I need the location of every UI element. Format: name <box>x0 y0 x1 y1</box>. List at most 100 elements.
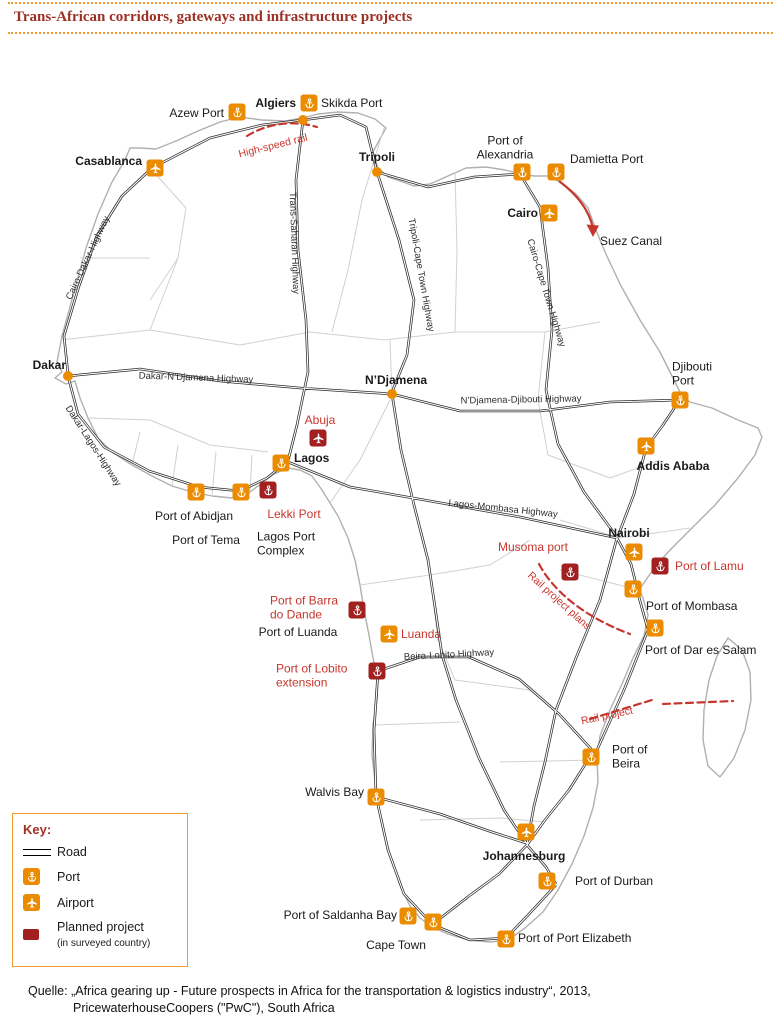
road-symbol <box>23 848 51 856</box>
port-of-lobito-extension-label: Port of Lobito extension <box>276 661 348 690</box>
port-of-saldanha-bay-port-icon <box>399 907 417 925</box>
road-label-7: Lagos-Mombasa Highway <box>447 497 559 521</box>
road-label-1: Trans-Saharan Highway <box>286 191 302 295</box>
title-dotted-rule <box>8 32 773 34</box>
port-of-beira-port-icon <box>582 748 600 766</box>
port-of-saldanha-bay-label: Port of Saldanha Bay <box>283 907 397 922</box>
legend-row-port: Port <box>23 868 177 886</box>
source-line-1: Quelle: „Africa gearing up - Future pros… <box>28 984 591 998</box>
port-of-mombasa-label: Port of Mombasa <box>646 598 738 613</box>
damietta-port-port-icon <box>547 163 565 181</box>
walvis-bay-port-icon <box>367 788 385 806</box>
page-title: Trans-African corridors, gateways and in… <box>14 9 413 25</box>
road-label-4: Dakar-N’Djamena Highway <box>138 370 254 386</box>
dakar-label: Dakar <box>32 357 66 372</box>
port-of-abidjan-port-icon <box>187 483 205 501</box>
cairo-label: Cairo <box>507 205 538 220</box>
legend-road-label: Road <box>57 845 87 859</box>
port-of-lamu-label: Port of Lamu <box>675 558 744 573</box>
port-of-luanda-label: Port of Luanda <box>258 624 338 639</box>
country-borders <box>59 127 691 823</box>
legend-row-road: Road <box>23 845 177 859</box>
road-label-2: Tripoli-Cape Town Highway <box>405 217 437 333</box>
dakar-dot <box>63 371 73 381</box>
johannesburg-airport-icon <box>517 823 535 841</box>
planned-rail-lines <box>245 122 735 721</box>
algiers-dot <box>298 115 308 125</box>
port-of-durban-label: Port of Durban <box>575 873 654 888</box>
rail-project-label-0: High-speed rail <box>237 131 309 161</box>
road-label-8: Beira-Lobito Highway <box>403 647 495 663</box>
port-of-tema-port-icon <box>232 483 250 501</box>
port-icon <box>23 868 40 886</box>
road-label-0: Cairo-Dakar-Highway <box>63 214 113 302</box>
tripoli-label: Tripoli <box>359 149 395 164</box>
abuja-airport-icon <box>309 429 327 447</box>
legend-planned-label: Planned project (in surveyed country) <box>57 920 151 949</box>
port-of-dar-es-salam-label: Port of Dar es Salam <box>645 642 757 657</box>
port-of-port-elizabeth-port-icon <box>497 930 515 948</box>
port-of-barra-do-dande-label: Port of Barra do Dande <box>270 593 339 622</box>
lekki-port-port-icon <box>259 481 277 499</box>
algiers-label: Algiers <box>255 95 296 110</box>
azew-port-port-icon <box>228 103 246 121</box>
djibouti-port-port-icon <box>671 391 689 409</box>
port-of-beira-label: Port of Beira <box>612 742 648 771</box>
port-of-lamu-port-icon <box>651 557 669 575</box>
lekki-port-label: Lekki Port <box>267 506 321 521</box>
suez-canal-arrow <box>558 180 595 229</box>
road-label-6: Dakar-Lagos-Highway <box>62 403 124 489</box>
azew-port-label: Azew Port <box>169 105 224 120</box>
header: Trans-African corridors, gateways and in… <box>8 2 773 34</box>
ndjamena-dot <box>387 389 397 399</box>
lagos-label: Lagos <box>294 450 330 465</box>
casablanca-airport-icon <box>146 159 164 177</box>
port-of-port-elizabeth-label: Port of Port Elizabeth <box>518 930 632 945</box>
musoma-port-port-icon <box>561 563 579 581</box>
cape-town-label: Cape Town <box>366 937 426 952</box>
port-of-alexandria-label: Port of Alexandria <box>476 133 534 162</box>
djibouti-port-label: Djibouti Port <box>672 359 713 388</box>
suez-canal-label: Suez Canal <box>600 233 663 248</box>
rail-project-label-1: Rail project plans <box>525 569 593 633</box>
musoma-port-label: Musoma port <box>497 539 569 554</box>
legend-row-airport: Airport <box>23 894 177 912</box>
ndjamena-label: N’Djamena <box>364 372 428 387</box>
suez-canal-arrowhead <box>586 224 599 237</box>
road-label-5: N’Djamena-Djibouti Highway <box>460 393 582 407</box>
casablanca-label: Casablanca <box>75 153 142 168</box>
source-citation: Quelle: „Africa gearing up - Future pros… <box>28 983 591 1017</box>
skikda-port-label: Skikda Port <box>321 95 383 110</box>
legend-title: Key: <box>23 822 52 837</box>
legend-planned-sub: (in surveyed country) <box>57 937 151 949</box>
luanda-airport-label: Luanda <box>401 626 442 641</box>
skikda-port-port-icon <box>300 94 318 112</box>
port-of-barra-do-dande-port-icon <box>348 601 366 619</box>
legend: Key: Road Port Airport Planned project (… <box>12 813 188 967</box>
damietta-port-label: Damietta Port <box>570 151 644 166</box>
port-of-abidjan-label: Port of Abidjan <box>154 508 234 523</box>
abuja-label: Abuja <box>304 412 336 427</box>
lagos-port-complex-label: Lagos Port Complex <box>257 529 316 558</box>
cairo-airport-icon <box>540 204 558 222</box>
legend-airport-label: Airport <box>57 895 94 910</box>
africa-coastline <box>54 111 763 943</box>
addis-ababa-airport-icon <box>637 437 655 455</box>
source-line-2: PricewaterhouseCoopers ("PwC"), South Af… <box>73 1000 335 1015</box>
nairobi-label: Nairobi <box>608 525 650 540</box>
tripoli-dot <box>372 167 382 177</box>
port-of-alexandria-port-icon <box>513 163 531 181</box>
port-of-durban-port-icon <box>538 872 556 890</box>
luanda-airport-airport-icon <box>380 625 398 643</box>
port-of-lobito-extension-port-icon <box>368 662 386 680</box>
road-label-3: Cairo-Cape Town Highway <box>524 237 568 349</box>
johannesburg-label: Johannesburg <box>482 848 566 863</box>
legend-port-label: Port <box>57 869 80 884</box>
rail-project-label-2: Rail project <box>580 704 634 728</box>
lagos-port-icon <box>272 454 290 472</box>
airport-icon <box>23 894 40 912</box>
port-of-mombasa-port-icon <box>624 580 642 598</box>
madagascar-outline <box>702 637 752 778</box>
